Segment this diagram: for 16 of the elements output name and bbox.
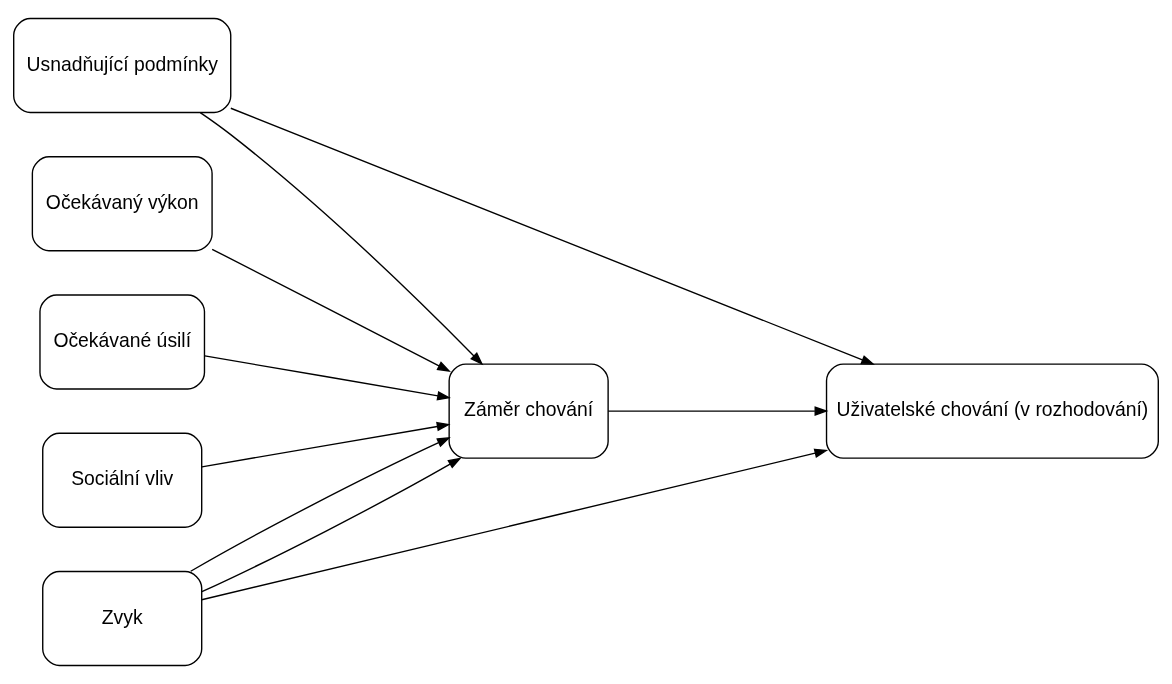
arrow [201,421,451,468]
arrow [201,457,462,593]
node-box: Očekávané úsilí [39,294,206,390]
node-box: Usnadňující podmínky [13,17,232,114]
node-box: Záměr chování [448,363,609,459]
arrow [201,448,829,601]
arrow [204,355,451,401]
node-box: Zvyk [42,570,203,667]
arrow [211,248,451,372]
arrow [607,406,829,416]
arrow [230,107,875,365]
arrow [199,111,484,366]
node-box: Uživatelské chování (v rozhodování) [825,363,1159,459]
arrow [190,437,451,572]
node-box: Očekávaný výkon [31,156,213,252]
node-box: Sociální vliv [42,432,203,528]
